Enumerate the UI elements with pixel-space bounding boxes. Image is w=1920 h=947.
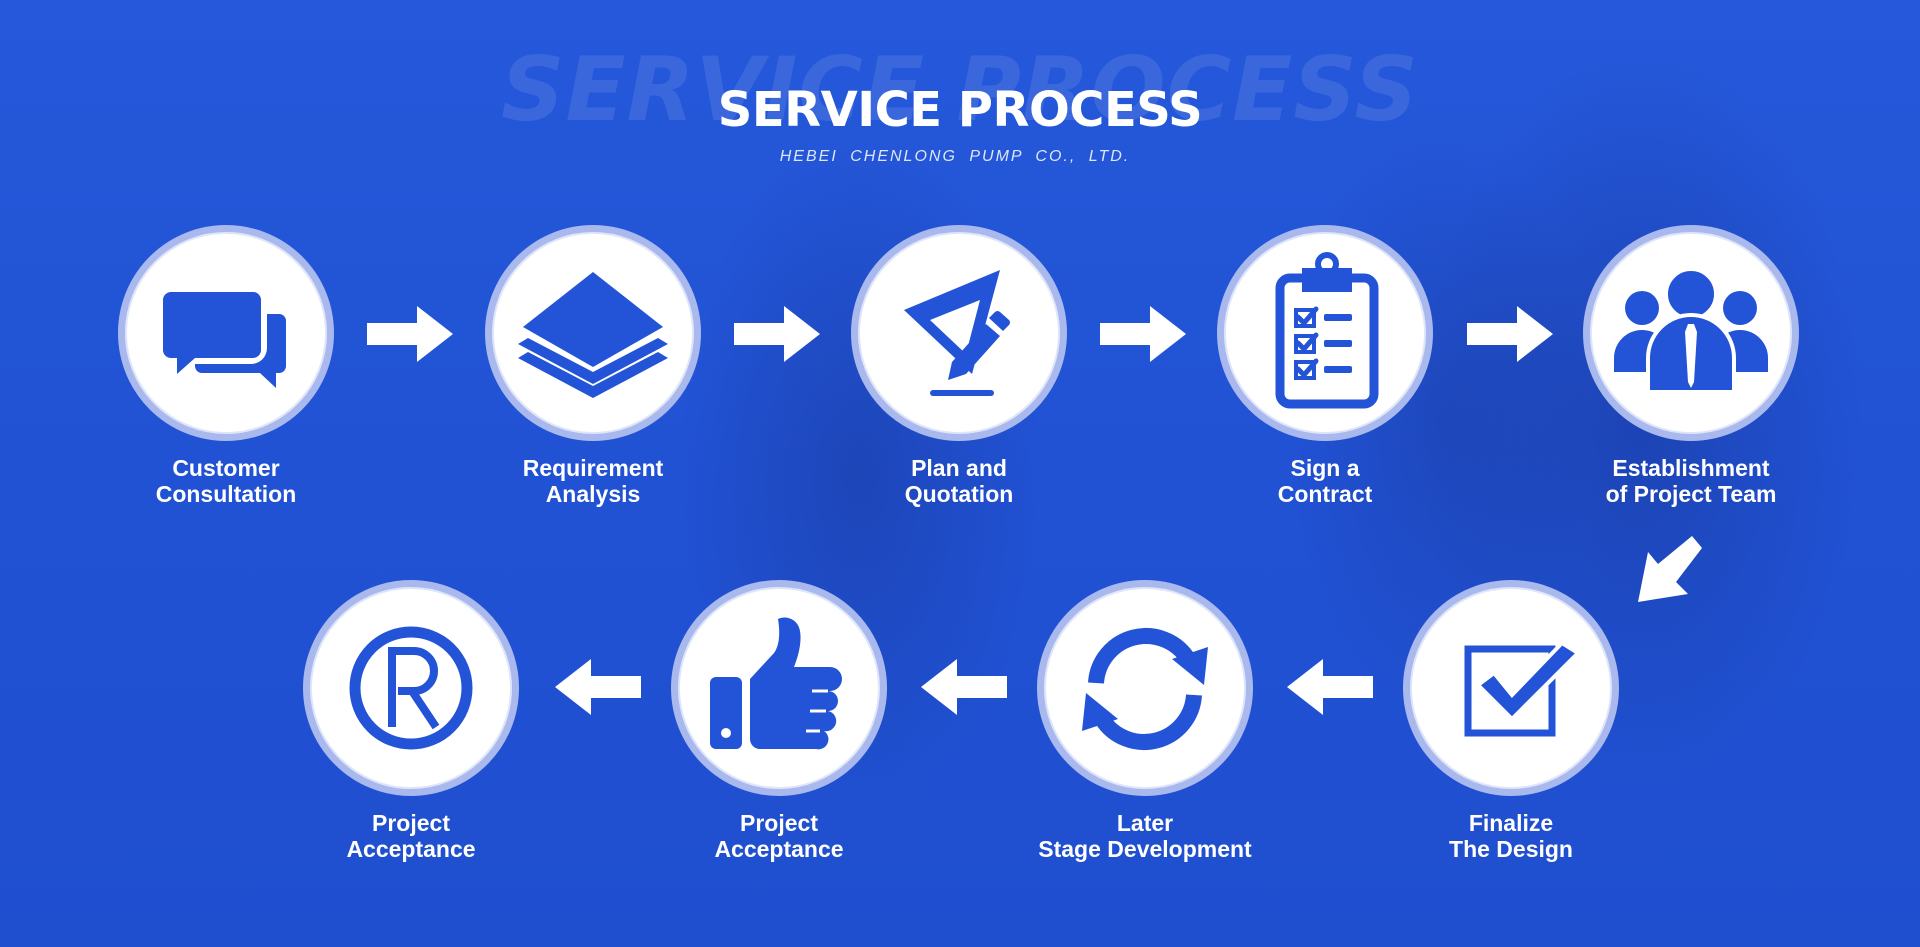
step-8-label: Project Acceptance <box>714 810 844 862</box>
chat-bubbles-icon <box>163 292 286 388</box>
step-2-label: Requirement Analysis <box>522 455 664 507</box>
step-3-circle <box>851 225 1067 441</box>
step-8-circle <box>671 580 887 796</box>
step-9-label: Project Acceptance <box>346 810 476 862</box>
step-3-label: Plan and Quotation <box>904 455 1014 507</box>
layers-icon <box>518 272 668 398</box>
company-subtitle: HEBEI CHENLONG PUMP CO., LTD. <box>779 148 1131 165</box>
step-2-circle <box>485 225 701 441</box>
thumbs-up-icon <box>710 617 842 750</box>
arrow-down-left-icon <box>1632 530 1712 610</box>
step-4-circle <box>1217 225 1433 441</box>
step-6-label: Finalize The Design <box>1449 810 1573 862</box>
step-7-label: Later Stage Development <box>1038 810 1252 862</box>
arrow-right-icon <box>1098 306 1188 362</box>
arrow-left-icon <box>919 659 1009 715</box>
step-1-label: Customer Consultation <box>155 455 297 507</box>
arrow-right-icon <box>732 306 822 362</box>
step-4-label: Sign a Contract <box>1277 455 1373 507</box>
arrow-left-icon <box>1285 659 1375 715</box>
arrow-right-icon <box>1465 306 1555 362</box>
step-5-circle <box>1583 225 1799 441</box>
clipboard-checklist-icon <box>1275 252 1379 409</box>
step-5-label: Establishment of Project Team <box>1605 455 1777 507</box>
team-icon <box>1614 267 1768 394</box>
refresh-cycle-icon <box>1082 628 1208 750</box>
triangle-ruler-pencil-icon <box>904 270 1010 396</box>
page-title: SERVICE PROCESS <box>717 82 1203 138</box>
arrow-right-icon <box>365 306 455 362</box>
arrow-left-icon <box>553 659 643 715</box>
step-6-circle <box>1403 580 1619 796</box>
step-7-circle <box>1037 580 1253 796</box>
checkbox-icon <box>1464 640 1582 737</box>
registered-mark-icon <box>349 626 473 750</box>
step-9-circle <box>303 580 519 796</box>
ghost-title: SERVICE PROCESS <box>501 38 1419 141</box>
step-1-circle <box>118 225 334 441</box>
